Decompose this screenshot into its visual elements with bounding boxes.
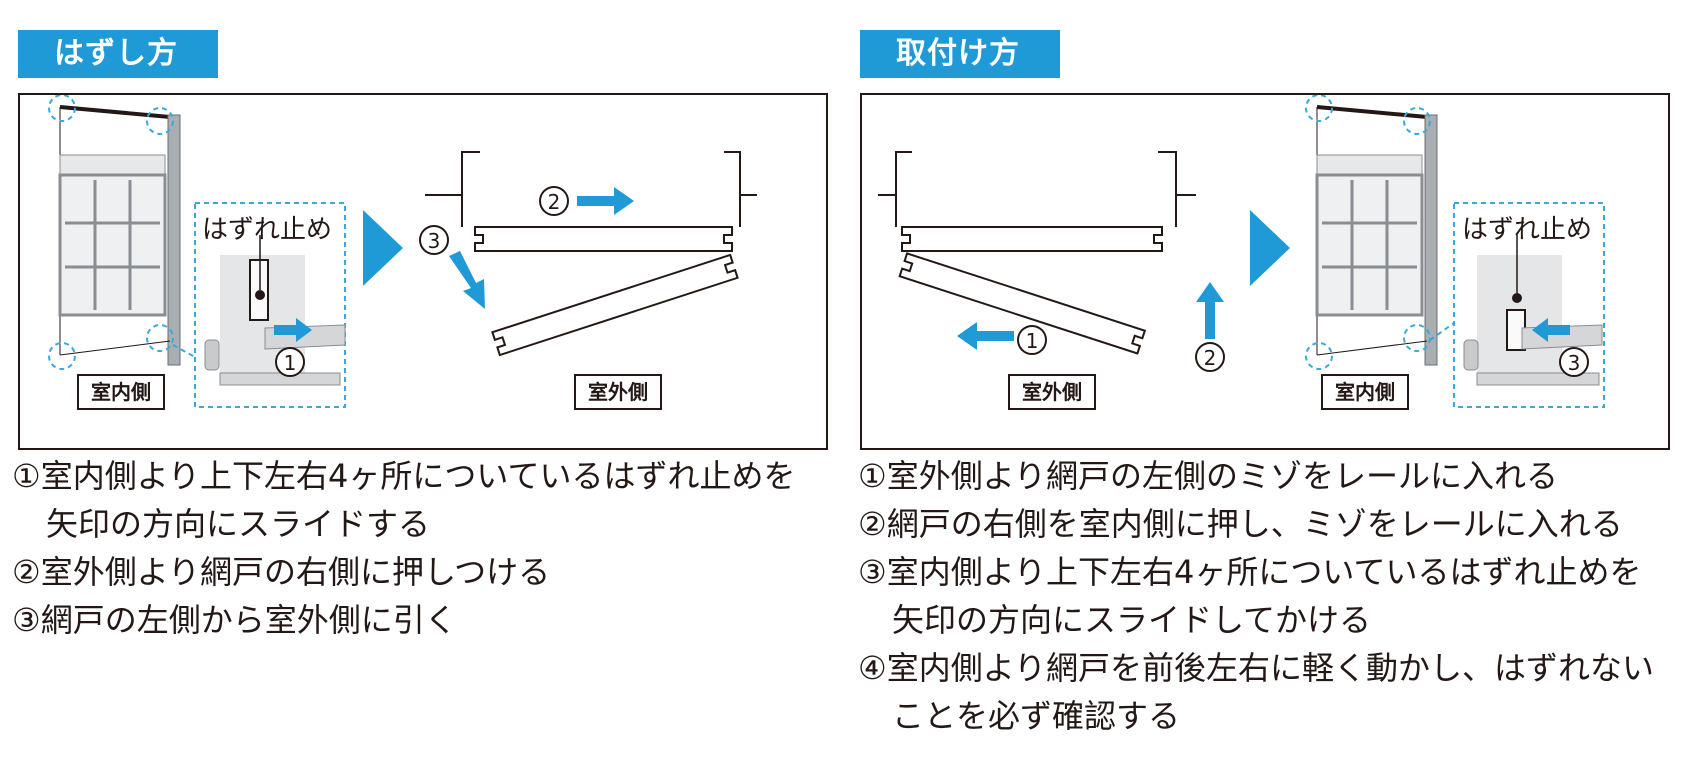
stopper-label: はずれ止め: [202, 215, 332, 245]
push-right-arrow: [577, 187, 634, 215]
stopper-detail: [1463, 235, 1603, 386]
mark-circle: [419, 225, 449, 255]
window-illustration: [1315, 105, 1438, 366]
step-item-cont: 矢印の方向にスライドしてかける: [892, 601, 1372, 639]
detail-box: [1453, 202, 1605, 408]
stopper-circle: [48, 95, 76, 122]
removal-diagram: はずれ止め 室内側 室外側 ① 1 ② 2 ③ 3: [18, 93, 828, 450]
step-item: ③室内側より上下左右4ヶ所についているはずれ止めを: [858, 553, 1642, 591]
screen-panel-tilted: [898, 252, 1147, 355]
slide-arrow: [274, 318, 312, 342]
stopper-circle: [1305, 342, 1333, 370]
mark-circle: [275, 347, 305, 377]
pull-out-arrow: [449, 251, 485, 309]
stopper-circle: [146, 324, 174, 352]
outdoor-label: 室外側: [1022, 380, 1082, 404]
next-triangle: [1250, 210, 1290, 286]
install-header: 取付け方: [860, 30, 1060, 78]
screen-panel-tilted: [491, 253, 739, 357]
step-item: ①室内側より上下左右4ヶ所についているはずれ止めを: [12, 457, 796, 495]
step-item: ②網戸の右側を室内側に押し、ミゾをレールに入れる: [858, 505, 1623, 543]
window-illustration: [58, 105, 181, 366]
label-box: [1008, 374, 1096, 410]
mark-circle: [1559, 347, 1589, 377]
svg-text:2: 2: [548, 190, 561, 214]
svg-text:1: 1: [284, 351, 297, 375]
label-box: [77, 374, 165, 410]
svg-text:2: 2: [1204, 346, 1217, 370]
step-item: ①室外側より網戸の左側のミゾをレールに入れる: [858, 457, 1559, 495]
mark-circle: [539, 186, 569, 216]
frame-top-view: [878, 151, 1196, 227]
stopper-circle: [48, 342, 76, 370]
svg-text:3: 3: [1568, 351, 1581, 375]
indoor-label: 室内側: [1335, 380, 1395, 404]
next-triangle: [363, 210, 403, 286]
step-item-cont: ことを必ず確認する: [892, 697, 1181, 735]
removal-steps: ①室内側より上下左右4ヶ所についているはずれ止めを 矢印の方向にスライドする ②…: [12, 452, 795, 644]
step-item: ②室外側より網戸の右側に押しつける: [12, 553, 551, 591]
push-left-arrow: [957, 322, 1014, 350]
screen-panel: [474, 226, 733, 252]
removal-header: はずし方: [18, 30, 218, 78]
screen-panel: [901, 226, 1163, 252]
svg-text:3: 3: [428, 229, 441, 253]
step-item-cont: 矢印の方向にスライドする: [46, 505, 431, 543]
step-item: ③網戸の左側から室外側に引く: [12, 601, 457, 639]
outdoor-label: 室外側: [588, 380, 648, 404]
frame-top-view: [425, 151, 757, 227]
mark-circle: [1017, 325, 1047, 355]
svg-text:1: 1: [1026, 329, 1039, 353]
install-diagram: はずれ止め 室外側 室内側 ① 1 ② 2 ③ 3: [860, 93, 1670, 450]
stopper-circle: [1403, 107, 1431, 135]
stopper-detail: [204, 235, 346, 386]
indoor-label: 室内側: [91, 380, 151, 404]
mark-circle: [1195, 342, 1225, 372]
stopper-circle: [1305, 95, 1333, 122]
stopper-label: はずれ止め: [1462, 215, 1592, 245]
push-up-arrow: [1196, 282, 1224, 339]
step-item: ④室内側より網戸を前後左右に軽く動かし、はずれない: [858, 649, 1655, 687]
stopper-circle: [1403, 324, 1431, 352]
install-steps: ①室外側より網戸の左側のミゾをレールに入れる ②網戸の右側を室内側に押し、ミゾを…: [858, 452, 1654, 740]
detail-box: [194, 202, 346, 408]
label-box: [574, 374, 662, 410]
label-box: [1321, 374, 1409, 410]
stopper-circle: [146, 107, 174, 135]
slide-arrow: [1532, 318, 1570, 342]
